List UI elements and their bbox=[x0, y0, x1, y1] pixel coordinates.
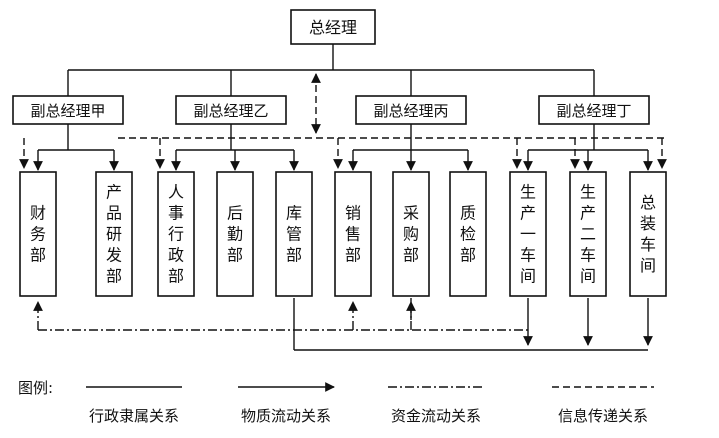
legend-label-admin: 行政隶属关系 bbox=[89, 407, 179, 425]
dept-box-logistics[interactable]: 后勤部 bbox=[216, 171, 254, 297]
dept-box-finance[interactable]: 财务部 bbox=[19, 171, 57, 297]
dept-label-qc: 质检部 bbox=[460, 204, 476, 265]
departments: 财务部 产品研发部 人事行政部 后勤部 库管部 销售部 采购部 质检部 生产一车间 生产二车间 总装… bbox=[19, 171, 667, 297]
deputy-ding-label: 副总经理丁 bbox=[556, 102, 631, 120]
legend-label-info: 信息传递关系 bbox=[558, 407, 648, 425]
deputy-yi-box[interactable]: 副总经理乙 bbox=[175, 95, 287, 125]
info-lines bbox=[19, 73, 667, 169]
dept-label-workshop-1: 生产一车间 bbox=[520, 183, 536, 286]
ceo-box[interactable]: 总经理 bbox=[290, 9, 376, 45]
dept-box-workshop-2[interactable]: 生产二车间 bbox=[569, 171, 607, 297]
deputy-yi-label: 副总经理乙 bbox=[193, 102, 268, 120]
dept-label-hr-admin: 人事行政部 bbox=[168, 183, 184, 286]
dept-box-rnd[interactable]: 产品研发部 bbox=[95, 171, 133, 297]
dept-label-logistics: 后勤部 bbox=[227, 204, 243, 265]
legend-label-material: 物质流动关系 bbox=[241, 407, 331, 425]
legend-label-capital: 资金流动关系 bbox=[391, 407, 481, 425]
legend-title: 图例: bbox=[18, 379, 53, 397]
dept-box-qc[interactable]: 质检部 bbox=[449, 171, 487, 297]
dept-box-workshop-1[interactable]: 生产一车间 bbox=[509, 171, 547, 297]
dept-label-sales: 销售部 bbox=[345, 204, 361, 265]
material-flow-lines bbox=[293, 298, 653, 351]
dept-label-purchasing: 采购部 bbox=[403, 204, 419, 265]
legend: 图例: 行政隶属关系 物质流动关系 资金流动关系 信息传递关系 bbox=[18, 379, 654, 425]
deputy-jia-box[interactable]: 副总经理甲 bbox=[12, 95, 124, 125]
dept-box-assembly[interactable]: 总装车间 bbox=[629, 171, 667, 297]
dept-label-workshop-2: 生产二车间 bbox=[580, 183, 596, 286]
deputy-ding-box[interactable]: 副总经理丁 bbox=[538, 95, 650, 125]
dept-box-sales[interactable]: 销售部 bbox=[334, 171, 372, 297]
dept-label-warehouse: 库管部 bbox=[286, 204, 302, 265]
dept-box-purchasing[interactable]: 采购部 bbox=[392, 171, 430, 297]
dept-label-assembly: 总装车间 bbox=[640, 193, 656, 275]
dept-label-rnd: 产品研发部 bbox=[106, 183, 122, 286]
dept-box-warehouse[interactable]: 库管部 bbox=[275, 171, 313, 297]
ceo-label: 总经理 bbox=[309, 18, 357, 37]
deputy-bing-label: 副总经理丙 bbox=[373, 102, 448, 120]
capital-flow-lines bbox=[33, 301, 528, 331]
admin-lines bbox=[33, 44, 653, 171]
deputy-jia-label: 副总经理甲 bbox=[30, 102, 105, 120]
dept-label-finance: 财务部 bbox=[30, 204, 46, 265]
dept-box-hr-admin[interactable]: 人事行政部 bbox=[157, 171, 195, 297]
deputy-bing-box[interactable]: 副总经理丙 bbox=[355, 95, 467, 125]
